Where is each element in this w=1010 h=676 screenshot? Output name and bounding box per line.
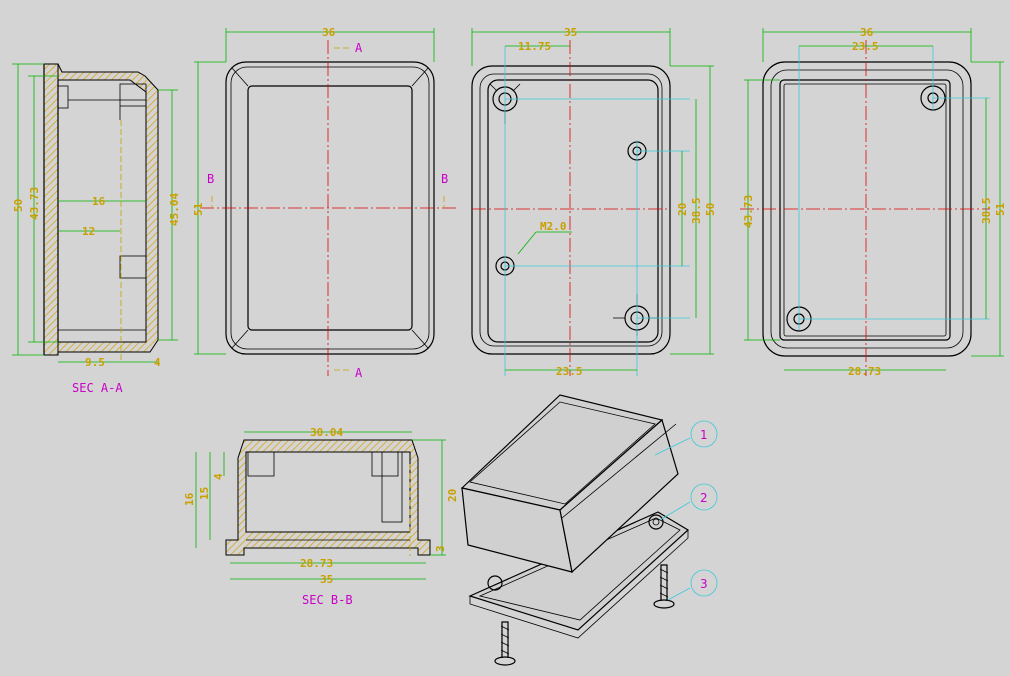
cut-label-b-left: B: [207, 172, 214, 186]
dim-16-bb: 16: [183, 492, 196, 506]
dim-16-aa: 16: [92, 195, 106, 208]
section-bb-view: 30.04 28.73 35 16 15 4 20 3 SEC B-B: [183, 426, 459, 607]
dim-4-bb: 4: [212, 473, 225, 480]
dim-28-73-bb: 28.73: [300, 557, 333, 570]
dim-4-aa: 4: [154, 356, 161, 369]
iso-base-plate: [468, 511, 690, 639]
callout-m2: M2.0: [540, 220, 567, 233]
dim-45-04-aa: 45.04: [168, 193, 181, 226]
dim-28-73-lid: 28.73: [848, 365, 881, 378]
balloon-1: 1: [700, 428, 708, 442]
dim-lines-aa: [12, 63, 178, 363]
balloon-3: 3: [700, 577, 708, 591]
cut-label-a-bottom: A: [355, 366, 363, 380]
lid-view: 36 23.5 28.73 43.73 38.5 51: [740, 26, 1007, 378]
section-aa-title: SEC A-A: [72, 381, 123, 395]
dim-23-5-inside: 23.5: [556, 365, 583, 378]
iso-screw-left: [494, 621, 516, 666]
dim-20-bb: 20: [446, 489, 459, 502]
dim-38-5-inside: 38.5: [690, 198, 703, 225]
iso-screw-right: [653, 564, 675, 609]
dim-51-front: 51: [192, 202, 205, 216]
dim-30-04-bb: 30.04: [310, 426, 343, 439]
cut-label-b-right: B: [441, 172, 448, 186]
section-aa-view: 50 43.73 16 12 45.04 9.5 4 SEC A-A: [12, 63, 181, 395]
dim-50-inside: 50: [704, 203, 717, 216]
dim-43-73-lid: 43.73: [742, 195, 755, 228]
boss-bottom-right: [613, 294, 658, 336]
section-bb-title: SEC B-B: [302, 593, 353, 607]
dim-43-73-aa: 43.73: [28, 187, 41, 220]
dim-23-5-lid: 23.5: [852, 40, 879, 53]
dim-50-aa: 50: [12, 199, 25, 212]
dim-12-aa: 12: [82, 225, 95, 238]
dim-35-bb: 35: [320, 573, 333, 586]
dim-3-bb: 3: [434, 545, 447, 552]
dim-36-lid: 36: [860, 26, 874, 39]
dim-36-front: 36: [322, 26, 336, 39]
dim-35-inside: 35: [564, 26, 577, 39]
isometric-view: 1 2 3: [460, 394, 718, 666]
dim-11-75-inside: 11.75: [518, 40, 551, 53]
iso-housing: [460, 394, 679, 574]
front-view: 36 51 A A B B: [192, 26, 456, 380]
cut-label-a-top: A: [355, 41, 363, 55]
dim-20-inside: 20: [676, 203, 689, 216]
inside-view: 35 11.75 23.5 20 38.5 50 M2.0: [471, 26, 717, 378]
dim-15-bb: 15: [198, 487, 211, 500]
dim-38-5-lid: 38.5: [980, 198, 993, 225]
dim-9-5-aa: 9.5: [85, 356, 105, 369]
dim-51-lid: 51: [994, 202, 1007, 216]
balloon-2: 2: [700, 491, 708, 505]
